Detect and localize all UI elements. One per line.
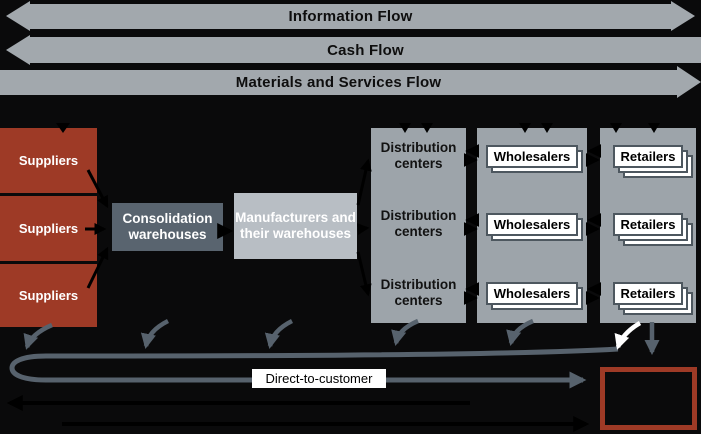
distribution-wholesalers-exchange-arrows	[463, 144, 480, 305]
suppliers-box-1: Suppliers	[0, 128, 97, 193]
information-flow-label: Information Flow	[30, 3, 671, 29]
arrowhead-right-icon	[677, 66, 701, 98]
cash-flow-arrow: Cash Flow	[6, 35, 701, 65]
retailers-card: Retailers	[612, 212, 684, 236]
arrowhead-left-icon	[6, 1, 30, 31]
retailers-panel: Retailers Retailers Retailers	[600, 128, 696, 323]
wholesalers-card: Wholesalers	[485, 212, 579, 236]
retailers-card: Retailers	[612, 144, 684, 168]
customers-box	[600, 367, 697, 430]
information-flow-arrow: Information Flow	[6, 1, 695, 31]
manufacturers-to-distribution-arrows	[356, 158, 372, 297]
wholesalers-retailers-exchange-arrows	[585, 144, 602, 305]
direct-to-customer-arrow	[9, 346, 619, 389]
wholesalers-card: Wholesalers	[485, 144, 579, 168]
distribution-centers-label: Distribution centers	[380, 207, 457, 239]
bottom-return-arrows	[6, 395, 590, 432]
manufacturers-label: Manufacturers and their warehouses	[235, 209, 356, 241]
consolidation-warehouses-label: Consolidation warehouses	[122, 210, 213, 242]
suppliers-label: Suppliers	[18, 221, 79, 236]
distribution-centers-panel: Distribution centers Distribution center…	[371, 128, 466, 323]
cash-flow-label: Cash Flow	[30, 37, 701, 63]
direct-to-customer-label: Direct-to-customer	[252, 369, 386, 388]
wholesalers-panel: Wholesalers Wholesalers Wholesalers	[477, 128, 587, 323]
suppliers-label: Suppliers	[18, 153, 79, 168]
echelon-drop-arrows	[23, 318, 660, 356]
materials-flow-label: Materials and Services Flow	[0, 69, 677, 95]
retailers-drop-arrow-white	[614, 321, 642, 350]
suppliers-box-3: Suppliers	[0, 264, 97, 327]
arrowhead-right-icon	[671, 1, 695, 31]
suppliers-label: Suppliers	[18, 288, 79, 303]
suppliers-to-consolidation-arrows	[85, 169, 109, 289]
panel-top-arrowhead-icons	[56, 123, 660, 133]
arrowhead-left-icon	[6, 35, 30, 65]
materials-flow-arrow: Materials and Services Flow	[0, 66, 701, 98]
distribution-centers-label: Distribution centers	[380, 139, 457, 171]
wholesalers-card: Wholesalers	[485, 281, 579, 305]
manufacturers-box: Manufacturers and their warehouses	[234, 193, 357, 259]
distribution-centers-label: Distribution centers	[380, 276, 457, 308]
suppliers-box-2: Suppliers	[0, 196, 97, 261]
retailers-card: Retailers	[612, 281, 684, 305]
consolidation-warehouses-box: Consolidation warehouses	[112, 203, 223, 251]
